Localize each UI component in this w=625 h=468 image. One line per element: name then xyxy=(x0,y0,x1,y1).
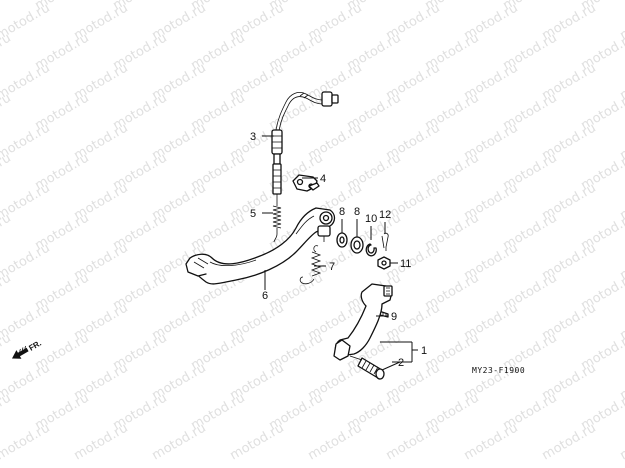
watermark-text: motod.ru xyxy=(0,421,53,464)
part-5-brake-switch-spring xyxy=(272,202,282,243)
callout-9: 9 xyxy=(391,311,397,323)
part-11-nut xyxy=(377,256,391,270)
watermark-text: motod.ru xyxy=(0,0,14,13)
watermark-text: motod.ru xyxy=(228,421,287,464)
callout-5: 5 xyxy=(250,208,256,220)
part-4-bracket xyxy=(292,174,320,192)
watermark-text: motod.ru xyxy=(72,421,131,464)
callout-7: 7 xyxy=(329,261,335,273)
watermark-text: motod.ru xyxy=(306,421,365,464)
callout-8b: 8 xyxy=(354,206,360,218)
callout-labels: 3 4 5 6 7 8 8 10 12 11 9 1 2 xyxy=(250,131,427,369)
front-arrow-icon xyxy=(12,347,29,359)
callout-3: 3 xyxy=(250,131,256,143)
callout-11: 11 xyxy=(400,258,411,270)
part-2-gearshift-rubber xyxy=(349,355,385,380)
callout-12: 12 xyxy=(379,209,391,221)
watermark-text: motod.ru xyxy=(150,421,209,464)
callout-4: 4 xyxy=(320,173,326,185)
callout-2: 2 xyxy=(398,357,404,369)
watermark-text: motod.ru xyxy=(540,421,599,464)
part-1-gearshift-pedal xyxy=(333,283,393,361)
part-6-brake-pedal xyxy=(185,207,336,285)
watermark-text: motod.ru xyxy=(384,421,443,464)
part-10-snap-ring xyxy=(365,243,377,257)
leader-lines xyxy=(262,135,418,371)
watermark-text: motod.ru xyxy=(462,421,521,464)
front-direction-label: FR. xyxy=(27,339,43,353)
callout-10: 10 xyxy=(365,213,377,225)
callout-1: 1 xyxy=(421,345,427,357)
callout-6: 6 xyxy=(262,290,268,302)
part-3-brake-switch-cable xyxy=(271,91,339,202)
diagram-code: MY23-F1900 xyxy=(472,366,525,375)
part-12-cotter-pin xyxy=(381,232,389,251)
callout-8a: 8 xyxy=(339,206,345,218)
watermark-text: motod.ru xyxy=(618,421,625,464)
part-7-return-spring xyxy=(299,245,322,285)
